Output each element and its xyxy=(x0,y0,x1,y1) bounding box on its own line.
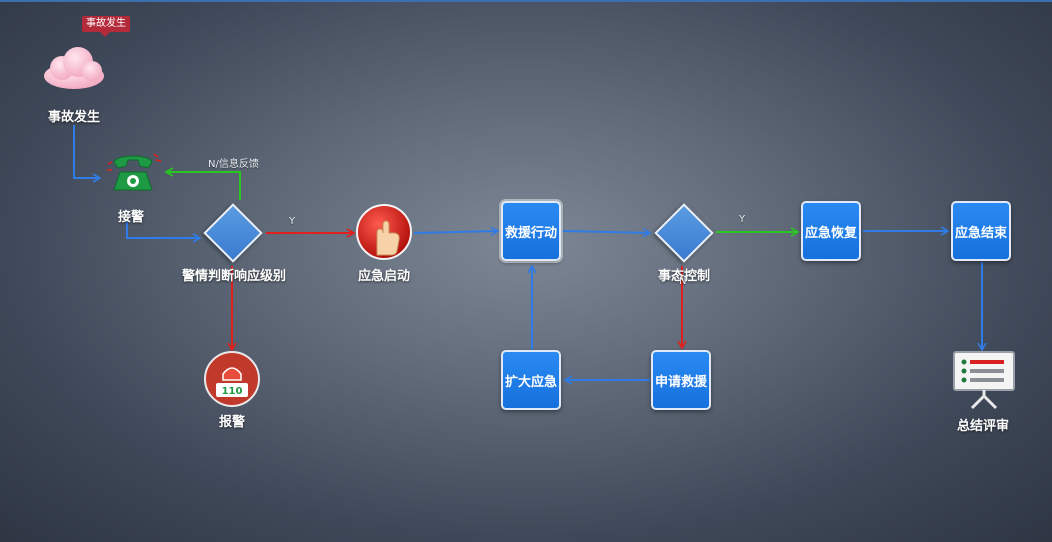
process-expand[interactable]: 扩大应急 xyxy=(501,350,561,410)
node-label-accident: 事故发生 xyxy=(47,110,101,125)
alarm-number-text: 110 xyxy=(222,386,243,397)
node-label-report: 报警 xyxy=(218,415,246,430)
edge-label-feedback: N/信息反馈 xyxy=(208,159,259,170)
edge-feedback xyxy=(164,167,241,200)
edge-rescue-to-control xyxy=(562,228,652,238)
node-label-receive: 接警 xyxy=(117,210,145,225)
edge-label-control-no: N xyxy=(679,276,687,287)
node-label-control: 事态控制 xyxy=(657,269,711,284)
process-apply[interactable]: 申请救援 xyxy=(651,350,711,410)
review-board-icon[interactable] xyxy=(952,350,1016,410)
node-label-start: 应急启动 xyxy=(357,269,411,284)
node-label-review: 总结评审 xyxy=(956,419,1010,434)
cloud-icon[interactable] xyxy=(40,44,108,92)
edge-label-control-yes: Y xyxy=(739,214,746,225)
accident-tag: 事故发生 xyxy=(82,16,130,37)
edge-receive-to-judge xyxy=(126,222,202,243)
process-recover[interactable]: 应急恢复 xyxy=(801,201,861,261)
alarm-110-icon[interactable]: 110 xyxy=(203,350,261,408)
edge-start-to-rescue xyxy=(413,226,500,236)
process-rescue[interactable]: 救援行动 xyxy=(501,201,561,261)
telephone-icon[interactable] xyxy=(104,150,162,198)
node-label-judge: 警情判断响应级别 xyxy=(181,269,287,284)
edge-label-judge-yes: Y xyxy=(289,216,296,227)
process-end[interactable]: 应急结束 xyxy=(951,201,1011,261)
emergency-button-icon[interactable] xyxy=(355,203,413,261)
top-border xyxy=(0,0,1052,2)
edge-accident-to-receive xyxy=(73,125,102,183)
